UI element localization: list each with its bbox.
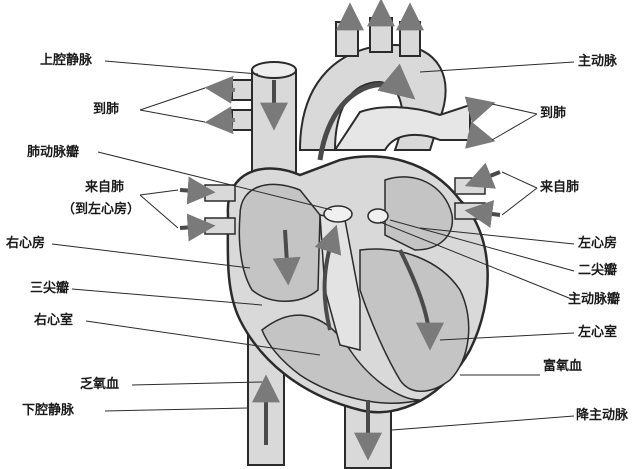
right-ventricle-chamber — [261, 314, 421, 404]
label-aorta: 主动脉 — [578, 54, 618, 69]
label-descending-aorta: 降主动脉 — [576, 408, 629, 423]
label-from-lungs-left: 来自肺 — [85, 180, 125, 195]
label-left-ventricle: 左心室 — [578, 325, 618, 340]
left-atrium-chamber — [384, 176, 454, 251]
label-superior-vena-cava: 上腔静脉 — [40, 53, 93, 68]
left-ventricle-chamber — [359, 248, 470, 392]
label-tricuspid-valve: 三尖瓣 — [30, 281, 70, 296]
label-deoxygenated-blood: 乏氧血 — [80, 377, 120, 392]
label-inferior-vena-cava: 下腔静脉 — [22, 403, 75, 418]
label-pulmonary-valve: 肺动脉瓣 — [27, 145, 80, 160]
label-oxygenated-blood: 富氧血 — [543, 359, 583, 374]
label-mitral-valve: 二尖瓣 — [578, 263, 618, 278]
label-to-left-atrium: （到左心房） — [62, 202, 141, 217]
label-right-atrium: 右心房 — [6, 236, 46, 251]
label-to-lungs-left: 到肺 — [93, 102, 120, 117]
blood-flow-arrows — [179, 0, 501, 461]
label-left-atrium: 左心房 — [578, 236, 618, 251]
label-to-lungs-right: 到肺 — [540, 106, 567, 121]
leader-lines — [51, 60, 575, 431]
label-right-ventricle: 右心室 — [34, 313, 74, 328]
right-atrium-chamber — [238, 183, 321, 302]
pulmonary-arteries-shape — [231, 79, 471, 151]
label-from-lungs-right: 来自肺 — [540, 180, 580, 195]
label-aortic-valve: 主动脉瓣 — [568, 292, 621, 307]
